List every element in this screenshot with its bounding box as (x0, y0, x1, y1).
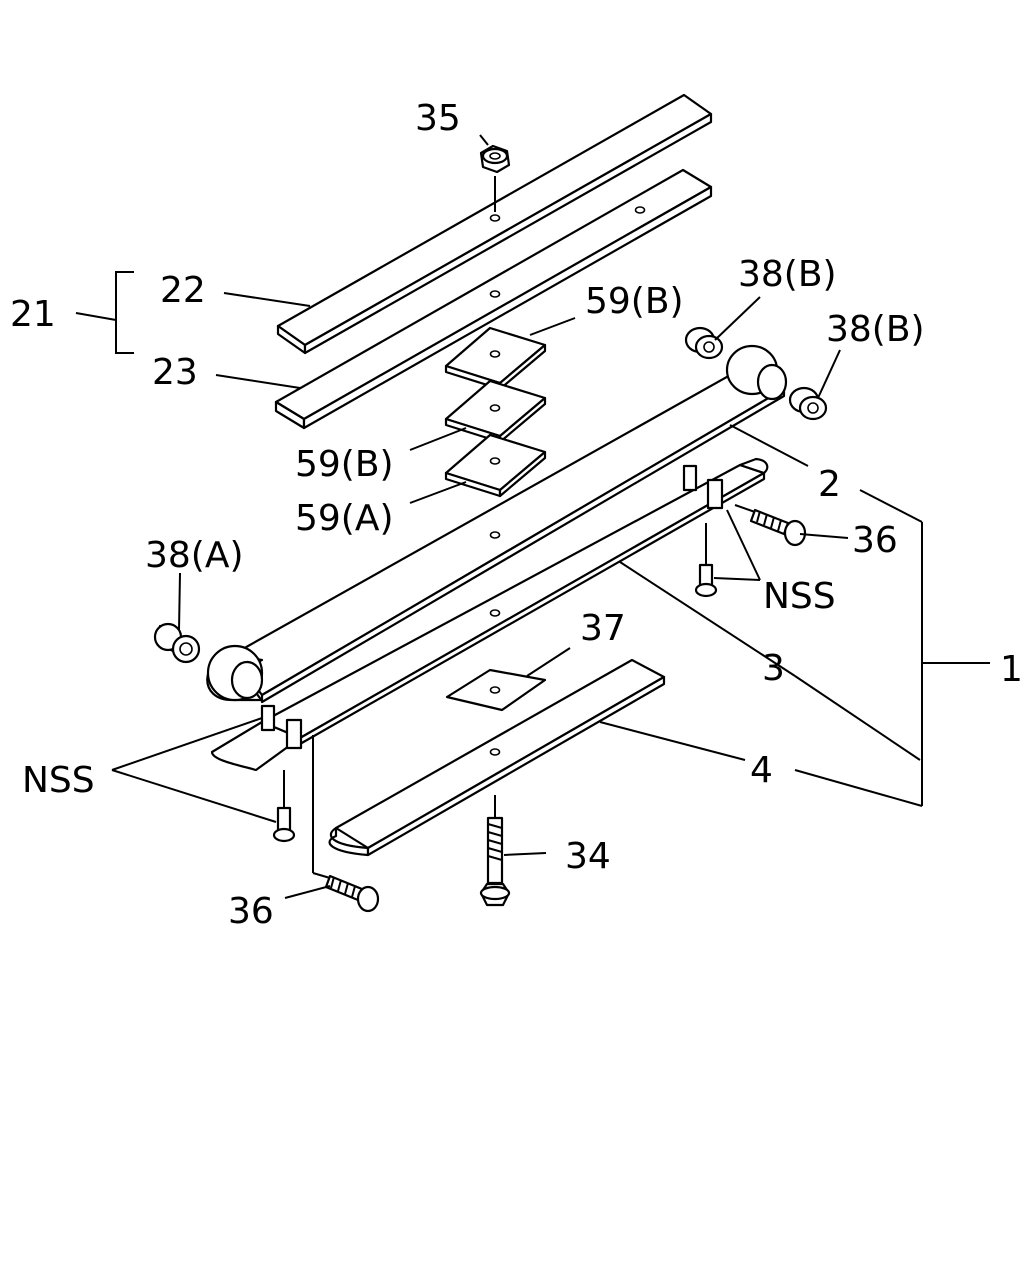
callout-labels: 35 21 22 23 59(B) 59(B) 59(A) 38(B) 38(B… (10, 98, 1023, 932)
leader-lines (75, 134, 990, 899)
bushing-38a (153, 622, 201, 664)
label-23: 23 (152, 352, 198, 393)
label-nss-right: NSS (763, 576, 836, 617)
pad-37 (445, 668, 547, 712)
bushing-38b-left (684, 326, 724, 360)
label-38a: 38(A) (145, 535, 244, 576)
nss-screw-right (694, 523, 718, 598)
label-3: 3 (762, 648, 785, 689)
nss-screw-left (272, 770, 296, 843)
bushing-38b-right (788, 386, 828, 421)
shim-59b-mid (444, 379, 547, 444)
label-35: 35 (415, 98, 461, 139)
main-leaf-2 (206, 344, 788, 704)
label-2: 2 (818, 464, 841, 505)
shim-59a (444, 433, 547, 498)
label-38b-right: 38(B) (826, 309, 925, 350)
nut-35 (479, 144, 511, 212)
leaf-23 (274, 168, 713, 430)
label-36-left: 36 (228, 891, 274, 932)
label-22: 22 (160, 270, 206, 311)
label-59a: 59(A) (295, 498, 394, 539)
label-37: 37 (580, 608, 626, 649)
center-bolt-34 (479, 795, 511, 907)
label-59b-mid: 59(B) (295, 444, 394, 485)
label-38b-left: 38(B) (738, 254, 837, 295)
label-59b-top: 59(B) (585, 281, 684, 322)
label-4: 4 (750, 750, 773, 791)
leaf-3 (210, 457, 769, 772)
bolt-36-right (734, 504, 807, 547)
bolt-36-left (312, 735, 380, 913)
label-nss-left: NSS (22, 760, 95, 801)
label-34: 34 (565, 836, 611, 877)
label-36-right: 36 (852, 520, 898, 561)
leaf-22 (276, 93, 713, 355)
leaf-4 (328, 658, 666, 857)
label-1: 1 (1000, 649, 1023, 690)
label-21: 21 (10, 294, 56, 335)
